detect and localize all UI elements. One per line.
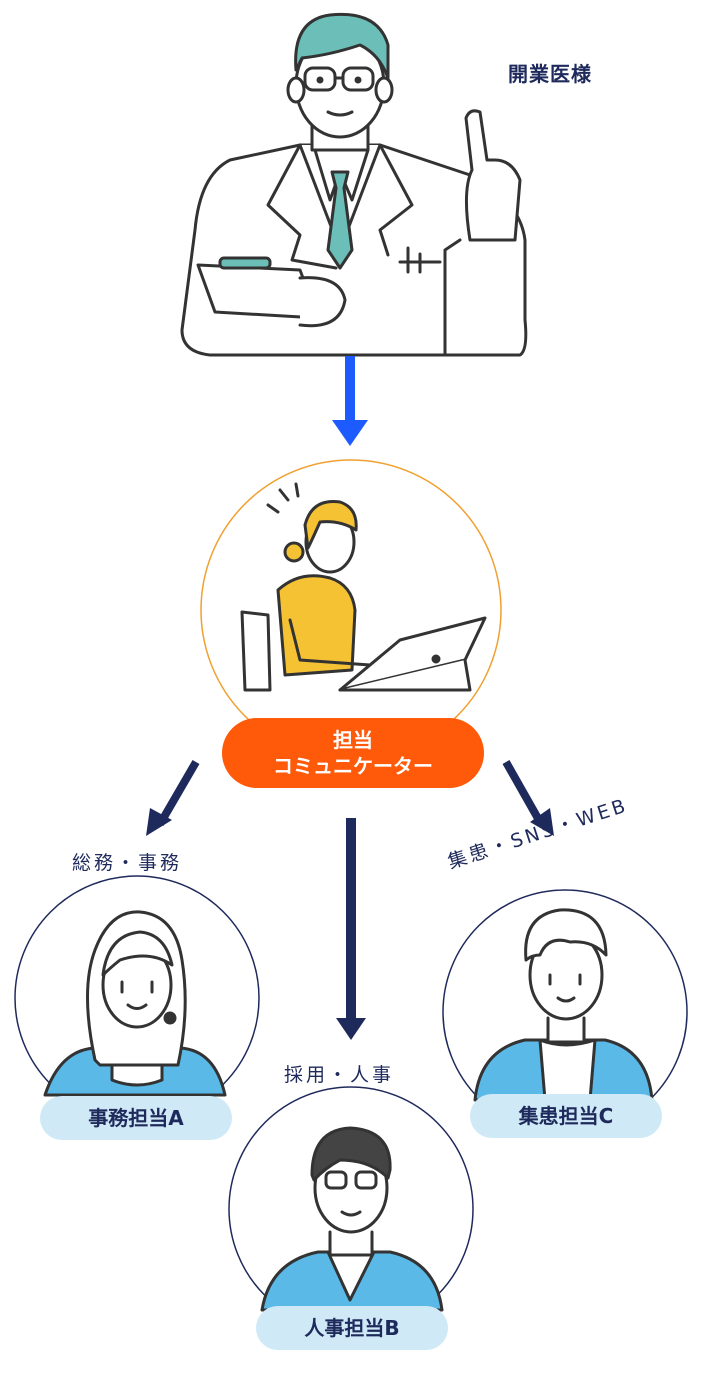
staff-a-badge: 事務担当A bbox=[40, 1096, 232, 1140]
communicator-line2: コミュニケーター bbox=[273, 754, 433, 778]
staff-a-illustration bbox=[43, 910, 227, 1097]
arrow-to-staff-c bbox=[502, 760, 554, 836]
staff-c-badge: 集患担当C bbox=[470, 1094, 662, 1138]
doctor-illustration bbox=[180, 12, 528, 357]
staff-c-illustration bbox=[473, 908, 654, 1102]
doctor-label: 開業医様 bbox=[508, 62, 592, 86]
staff-b-badge: 人事担当B bbox=[256, 1306, 448, 1350]
arrow-down-doctor bbox=[332, 356, 368, 446]
arrow-to-staff-a bbox=[146, 759, 200, 836]
arrow-to-staff-b bbox=[336, 818, 366, 1040]
communicator-line1: 担当 bbox=[333, 728, 373, 752]
staff-b-role: 採用・人事 bbox=[284, 1064, 395, 1086]
communicator-illustration bbox=[240, 482, 487, 692]
communicator-badge: 担当 コミュニケーター bbox=[222, 718, 484, 788]
staff-b-illustration bbox=[260, 1126, 444, 1312]
staff-a-role: 総務・事務 bbox=[72, 852, 183, 874]
